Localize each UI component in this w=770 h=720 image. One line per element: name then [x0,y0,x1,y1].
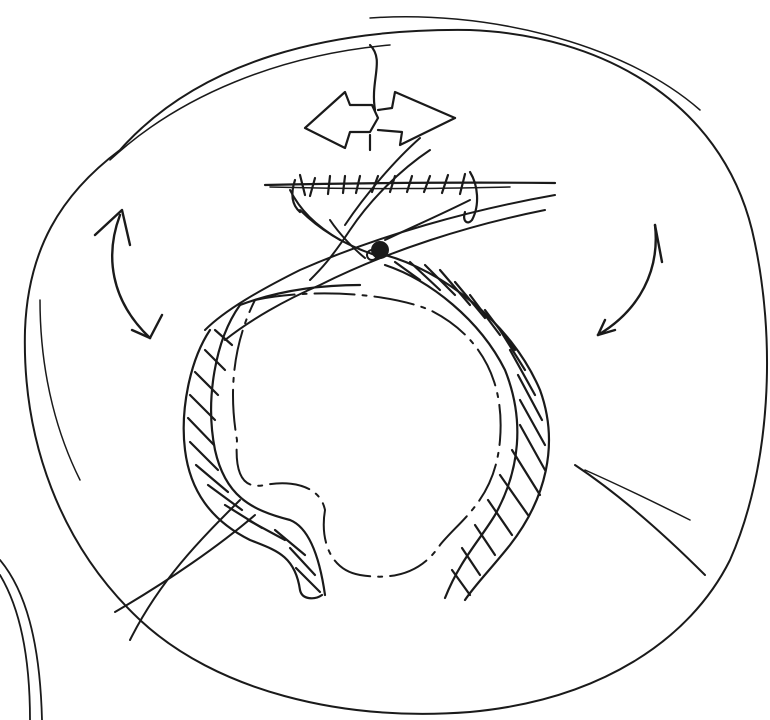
hatched-c-shaped-band [184,255,549,600]
curved-left-arrow-icon [95,210,162,338]
outer-circle-boundary [25,17,767,714]
double-headed-arrow-icon [305,45,455,150]
curved-right-arrow-icon [598,225,662,335]
pivot-point [367,242,388,260]
neighbor-circle-fragment [0,560,42,720]
crossing-diagonal-lines [115,138,705,640]
